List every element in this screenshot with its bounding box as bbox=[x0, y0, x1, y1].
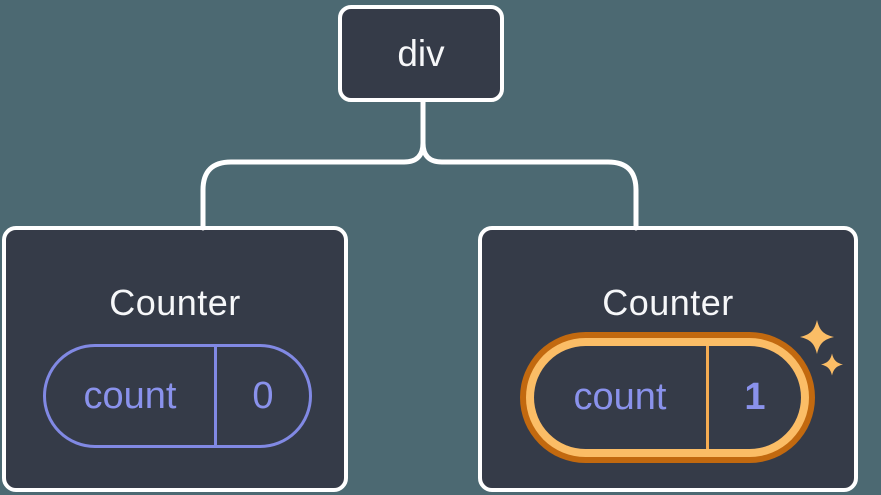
tree-edge-right bbox=[420, 99, 639, 231]
highlight-ring-outer: count 1 bbox=[520, 332, 815, 463]
highlight-ring-inner: count 1 bbox=[526, 338, 809, 457]
state-pill-left: count 0 bbox=[43, 344, 312, 448]
node-div-label: div bbox=[397, 32, 445, 74]
state-pill-right: count 1 bbox=[534, 346, 801, 449]
tree-edge-left bbox=[200, 99, 426, 231]
state-value-right: 1 bbox=[744, 376, 766, 418]
tree-node-counter-left: Counter count 0 bbox=[2, 226, 348, 492]
counter-left-title: Counter bbox=[109, 282, 241, 323]
counter-right-title: Counter bbox=[602, 282, 734, 323]
state-key-left: count bbox=[46, 347, 217, 445]
tree-node-counter-right: Counter count 1 bbox=[478, 226, 858, 492]
tree-node-div: div bbox=[338, 5, 504, 102]
state-value-left: 0 bbox=[252, 374, 274, 417]
state-key-right: count bbox=[534, 346, 709, 449]
